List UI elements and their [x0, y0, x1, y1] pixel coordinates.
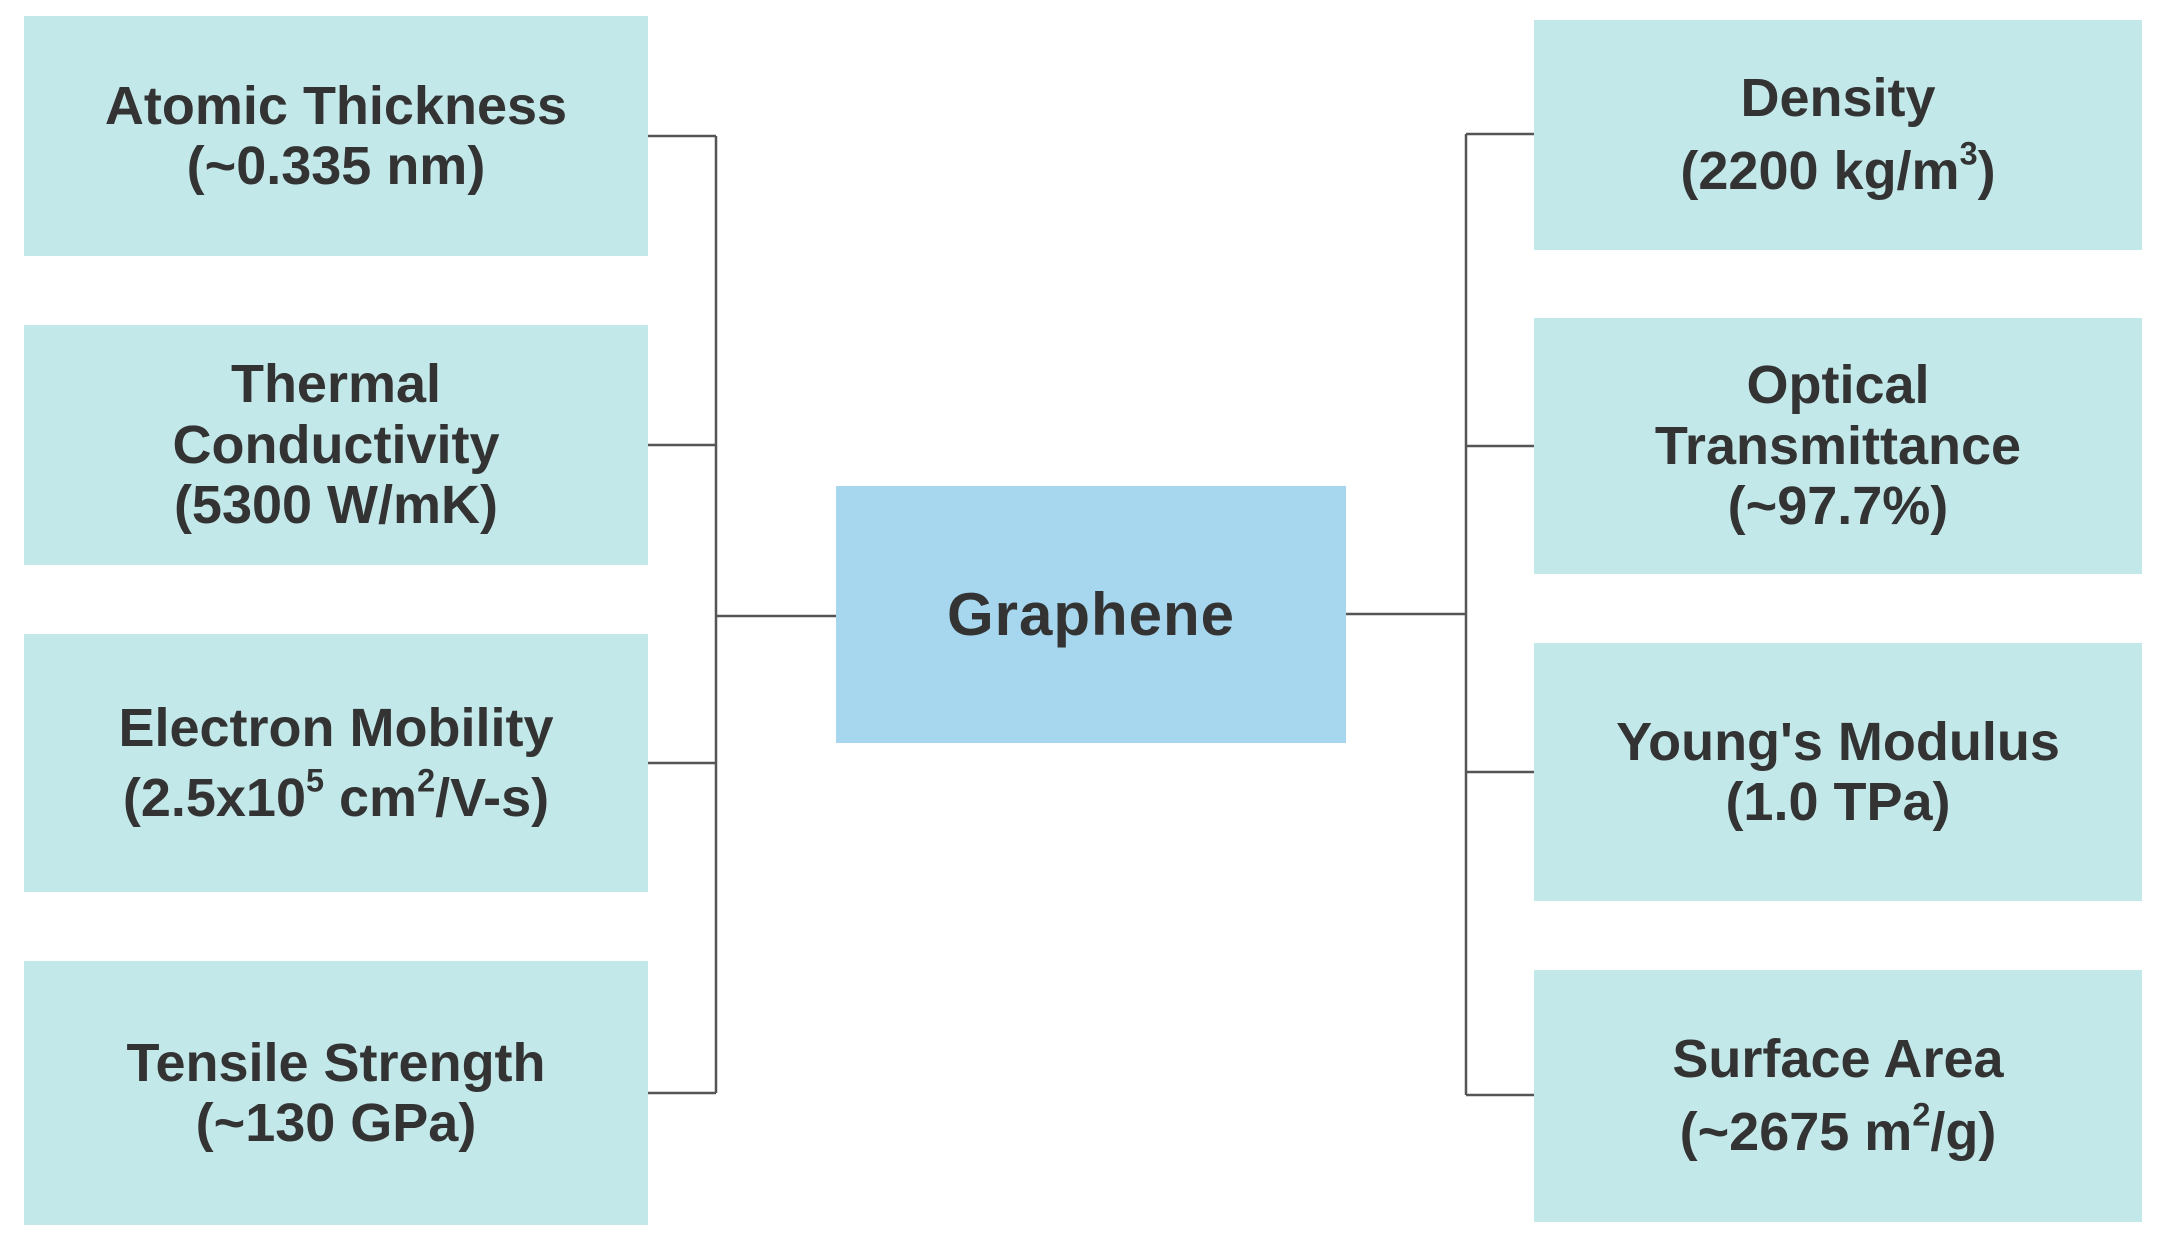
property-thermal-conductivity: Thermal Conductivity (5300 W/mK)	[24, 325, 648, 565]
property-title: Optical	[1746, 355, 1930, 416]
property-title: Surface Area	[1672, 1029, 2004, 1090]
property-tensile-strength: Tensile Strength (~130 GPa)	[24, 961, 648, 1225]
property-value: (2.5x105 cm2/V-s)	[122, 762, 550, 828]
property-value: (2200 kg/m3)	[1680, 135, 1996, 201]
property-electron-mobility: Electron Mobility (2.5x105 cm2/V-s)	[24, 634, 648, 892]
property-title: Electron Mobility	[118, 697, 554, 758]
property-value: (~0.335 nm)	[186, 136, 486, 196]
center-node-graphene: Graphene	[836, 486, 1346, 743]
property-title: Thermal	[230, 354, 442, 415]
property-surface-area: Surface Area (~2675 m2/g)	[1534, 970, 2142, 1222]
property-value: (~130 GPa)	[195, 1093, 477, 1153]
property-title-cont: Conductivity	[172, 414, 500, 475]
center-label: Graphene	[946, 580, 1236, 648]
property-density: Density (2200 kg/m3)	[1534, 20, 2142, 250]
property-optical-transmittance: Optical Transmittance (~97.7%)	[1534, 318, 2142, 574]
property-youngs-modulus: Young's Modulus (1.0 TPa)	[1534, 643, 2142, 901]
property-title: Tensile Strength	[126, 1032, 546, 1093]
property-value: (~97.7%)	[1727, 476, 1949, 537]
property-value: (1.0 TPa)	[1725, 772, 1951, 832]
property-title-cont: Transmittance	[1654, 415, 2022, 476]
property-title: Atomic Thickness	[104, 75, 568, 136]
property-title: Density	[1740, 68, 1936, 129]
property-value: (~2675 m2/g)	[1679, 1096, 1997, 1162]
property-atomic-thickness: Atomic Thickness (~0.335 nm)	[24, 16, 648, 256]
property-value: (5300 W/mK)	[173, 475, 499, 536]
property-title: Young's Modulus	[1616, 711, 2060, 772]
